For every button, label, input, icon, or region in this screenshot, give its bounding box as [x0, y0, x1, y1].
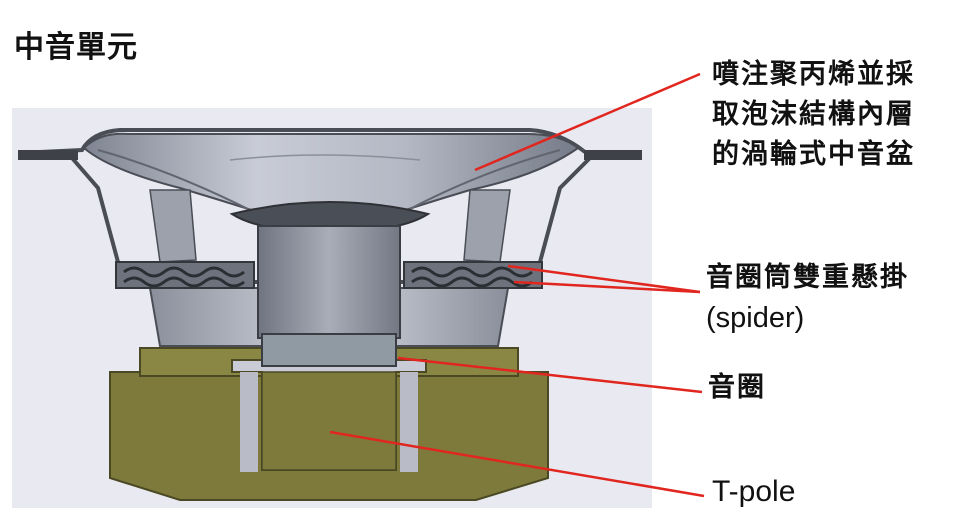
- callout-spider-text: 音圈筒雙重懸掛: [706, 262, 909, 293]
- frame-flange-left: [18, 150, 78, 160]
- callout-spider-sub: (spider): [706, 302, 805, 334]
- leader-spider-bottom: [513, 280, 701, 294]
- callout-cone-line-2: 取泡沫結構內層: [712, 99, 915, 130]
- leader-tpole: [329, 430, 705, 498]
- callout-cone: 噴注聚丙烯並採 取泡沫結構內層 的渦輪式中音盆: [712, 55, 915, 175]
- magnet-assembly: [109, 347, 549, 501]
- frame-flange-right: [584, 150, 642, 160]
- voice-coil-former: [257, 225, 401, 339]
- callout-voice-coil: 音圈: [708, 372, 766, 403]
- spider-double-suspension: [115, 261, 543, 289]
- leader-cone: [474, 72, 701, 172]
- callout-cone-line-1: 噴注聚丙烯並採: [712, 59, 915, 90]
- leader-voice-coil: [397, 356, 703, 394]
- callout-cone-line-3: 的渦輪式中音盆: [712, 139, 915, 170]
- basket-rib-left: [149, 189, 197, 263]
- leader-spider-top: [507, 264, 701, 294]
- page-title: 中音單元: [14, 30, 138, 65]
- callout-spider: 音圈筒雙重懸掛 (spider): [706, 258, 909, 338]
- leader-lines: [329, 72, 705, 498]
- callout-tpole: T-pole: [712, 475, 796, 508]
- voice-coil: [261, 333, 397, 367]
- cone: [82, 132, 580, 213]
